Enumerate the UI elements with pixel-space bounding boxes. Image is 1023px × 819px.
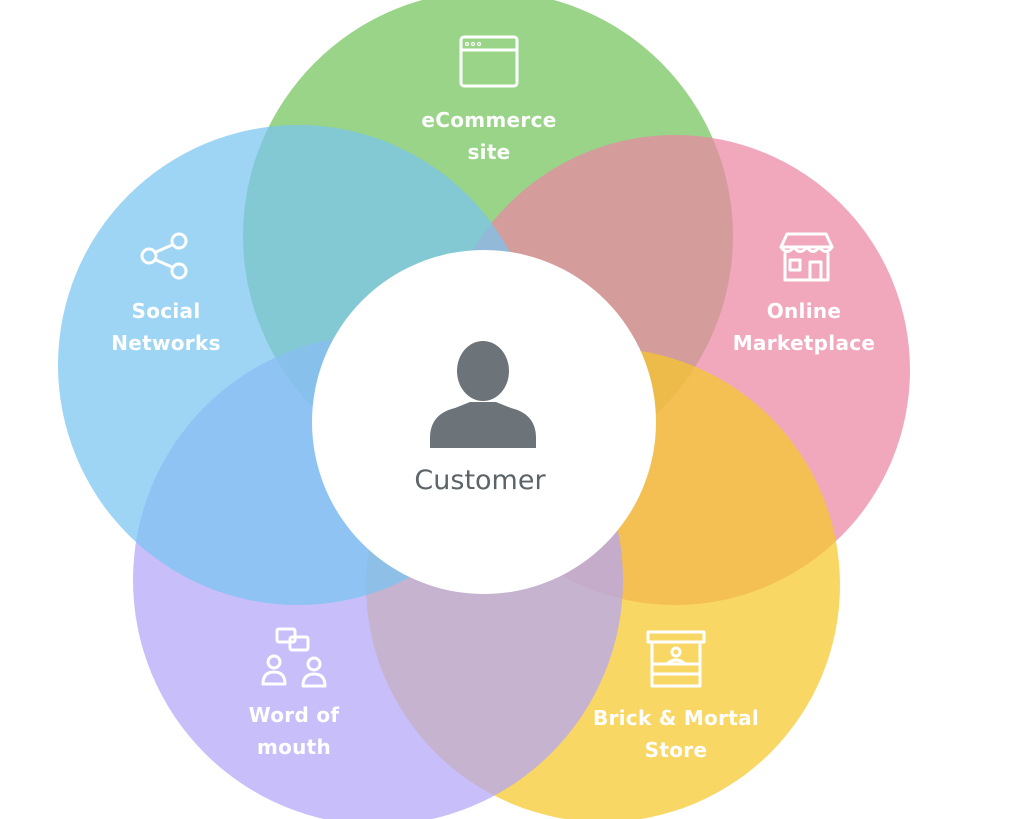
social-label-line1: Social <box>131 299 200 323</box>
share-icon <box>140 232 188 280</box>
brick-store-label-line2: Store <box>645 738 708 762</box>
person-icon <box>430 341 536 448</box>
social-label-line2: Networks <box>111 331 221 355</box>
browser-window-icon <box>459 35 519 88</box>
brick-store-label-line1: Brick & Mortal <box>593 706 759 730</box>
marketplace-label-line1: Online <box>767 299 842 323</box>
ecommerce-label-line2: site <box>467 140 510 164</box>
ecommerce-label-line1: eCommerce <box>421 108 556 132</box>
customer-label: Customer <box>414 465 546 496</box>
word-of-mouth-label-line2: mouth <box>257 735 331 759</box>
conversation-icon <box>261 627 327 688</box>
kiosk-icon <box>646 630 706 688</box>
storefront-icon <box>779 232 834 282</box>
word-of-mouth-label-line1: Word of <box>249 703 340 727</box>
marketplace-label-line2: Marketplace <box>733 331 876 355</box>
